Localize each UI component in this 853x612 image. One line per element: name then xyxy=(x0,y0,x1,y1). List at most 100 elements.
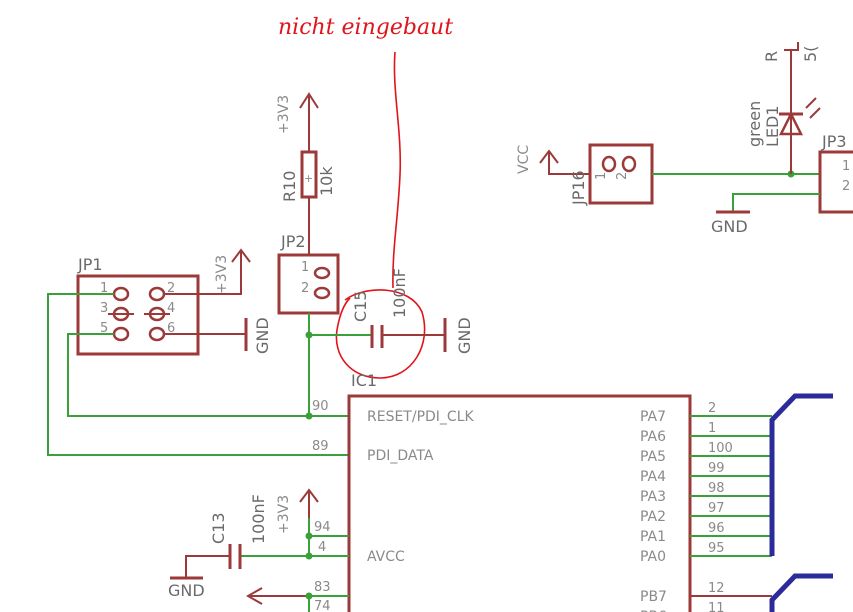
led-light-icon xyxy=(805,97,821,119)
annotation-circle xyxy=(335,289,426,379)
supply-3v3-label-a: +3V3 xyxy=(276,95,292,134)
led1-value: green xyxy=(745,101,764,147)
jp1-pad-5 xyxy=(112,326,130,342)
ic1-body xyxy=(347,394,692,612)
jp16-pad-2 xyxy=(621,155,637,173)
supply-3v3-label-c: +3V3 xyxy=(276,495,292,534)
ic1-pin-num: 1 xyxy=(708,421,716,436)
ic1-pin-num: 12 xyxy=(708,581,725,596)
supply-3v3-arrow-icon xyxy=(299,488,319,518)
supply-arrow-icon xyxy=(245,587,309,605)
jp2-name: JP2 xyxy=(280,232,306,251)
gnd-label-jp1: GND xyxy=(253,317,272,354)
jp2-pin1-label: 1 xyxy=(301,260,309,275)
jp1-pin1-label: 1 xyxy=(100,281,108,296)
ic1-pin-name: PA1 xyxy=(640,529,666,545)
jp2-pad-2 xyxy=(313,286,331,300)
jp1-pad-2 xyxy=(148,286,166,302)
ic1-pin-name: PDI_DATA xyxy=(367,448,434,464)
bus-portb xyxy=(769,573,833,612)
jp1-pad-1 xyxy=(112,286,130,302)
jp1-name: JP1 xyxy=(77,255,103,274)
ic1-pin-num: 94 xyxy=(314,520,331,535)
ic1-pin-num: 96 xyxy=(708,521,725,536)
ic1-pin-num: 74 xyxy=(314,599,331,612)
gnd-label-c15: GND xyxy=(455,317,474,354)
supply-3v3-arrow-icon xyxy=(299,92,319,152)
jp1-pin5-label: 5 xyxy=(100,321,108,336)
ic1-right-pins: PA72PA61PA5100PA499PA398PA297PA196PA095P… xyxy=(640,401,772,612)
jp16-pin1-label: 1 xyxy=(594,172,609,180)
supply-3v3-arrow-icon xyxy=(164,248,251,295)
jp3-pin1-label: 1 xyxy=(842,159,850,174)
ic1-pin-name: AVCC xyxy=(367,549,405,565)
c15-name: C15 xyxy=(351,290,370,322)
ic1-pin-name: PA5 xyxy=(640,449,666,465)
r10-branch: +3V3 + R10 10k JP2 1 2 C15 100nF GND xyxy=(276,92,474,420)
ic1-pin-name: PA7 xyxy=(640,409,666,425)
supply-vcc-arrow-icon xyxy=(539,149,590,175)
supply-3v3-label-b: +3V3 xyxy=(214,255,230,294)
r10-value: 10k xyxy=(317,166,336,196)
led1-name: LED1 xyxy=(763,105,782,147)
ic1-pin-num: 99 xyxy=(708,461,725,476)
annotation: nicht eingebaut xyxy=(278,15,453,379)
jp16-pin2-label: 2 xyxy=(615,172,630,180)
ic1-pin-name: PB7 xyxy=(640,589,667,605)
gnd-label-c13: GND xyxy=(168,581,205,600)
jumper-jp3 xyxy=(818,150,853,214)
jp1-pin6-label: 6 xyxy=(167,321,175,336)
jp3-name: JP3 xyxy=(821,132,847,151)
jp1-pin3-label: 3 xyxy=(100,301,108,316)
led-section: VCC 1 2 JP16 green LED1 R 5( JP3 1 2 GND xyxy=(516,42,853,236)
ic1-pin-num: 2 xyxy=(708,401,716,416)
ic1-pin-name: PA2 xyxy=(640,509,666,525)
r10-name: R10 xyxy=(280,171,299,202)
ic1-pin-name: RESET/PDI_CLK xyxy=(367,409,475,425)
jp1-header: JP1 1 2 3 4 5 6 +3V3 GND xyxy=(47,248,349,456)
ic1-name: IC1 xyxy=(351,371,377,390)
ic1-pin-name: PA0 xyxy=(640,549,666,565)
jp1-pad-6 xyxy=(148,326,166,342)
r-top-name: R xyxy=(762,51,781,62)
ic1-pin-name: PA6 xyxy=(640,429,666,445)
avcc-branch: +3V3 GND C13 100nF xyxy=(168,488,349,612)
jp16-name: JP16 xyxy=(569,170,588,206)
jp1-pin2-label: 2 xyxy=(167,281,175,296)
jumper-jp1 xyxy=(76,274,200,356)
resistor-plus-mark: + xyxy=(304,172,313,185)
pdi-data-wire xyxy=(47,293,349,456)
ic1-pin-num: 97 xyxy=(708,501,725,516)
ic1-pin-num: 11 xyxy=(708,601,725,612)
junction-dot xyxy=(305,532,313,540)
jp3-gnd-wire xyxy=(732,193,820,212)
ic1-pin-num: 83 xyxy=(314,580,331,595)
ic1-pin-name: PB6 xyxy=(640,609,667,612)
c13-name: C13 xyxy=(209,512,228,544)
bus-porta xyxy=(769,393,833,556)
jp16-pad-1 xyxy=(601,155,617,173)
jp2-pad-1 xyxy=(313,266,331,280)
ic1-pin-num: 4 xyxy=(318,540,326,555)
ic1-pin-name: PA4 xyxy=(640,469,666,485)
annotation-note: nicht eingebaut xyxy=(278,15,453,40)
ic1-pin-num: 95 xyxy=(708,541,725,556)
jp1-pin4-label: 4 xyxy=(167,301,175,316)
ic1-pin-num: 98 xyxy=(708,481,725,496)
ic1: IC1 90 RESET/PDI_CLK 89 PDI_DATA 94 4 AV… xyxy=(312,371,772,612)
gnd-label-jp3: GND xyxy=(711,217,748,236)
jp3-pin2-label: 2 xyxy=(842,179,850,194)
c13-value: 100nF xyxy=(249,494,268,544)
ic1-pin-num: 90 xyxy=(312,399,329,414)
vcc-label: VCC xyxy=(516,145,532,174)
ic1-pin-num: 89 xyxy=(312,439,329,454)
junction-dot xyxy=(305,592,313,600)
c13-wire-left xyxy=(185,555,230,578)
led-diode-icon xyxy=(778,111,804,136)
pdi-clk-wire xyxy=(67,333,349,417)
resistor-r-stub xyxy=(784,42,799,51)
annotation-arrow-line xyxy=(392,51,402,289)
ic1-pin-name: PA3 xyxy=(640,489,666,505)
c15-value: 100nF xyxy=(390,268,409,318)
